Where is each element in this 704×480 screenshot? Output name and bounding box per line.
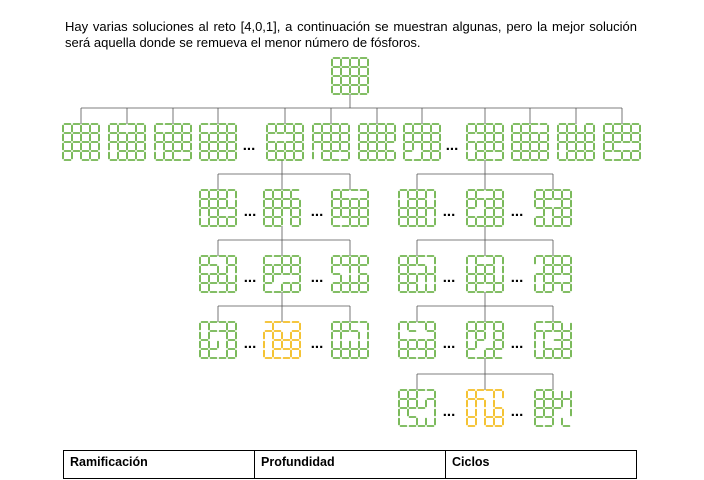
puzzle-node (263, 189, 301, 227)
header-ciclos: Ciclos (445, 450, 637, 479)
ellipsis-label: ... (244, 269, 257, 286)
puzzle-node (557, 123, 595, 161)
ellipsis-label: ... (511, 403, 524, 420)
puzzle-node (534, 189, 572, 227)
puzzle-node (266, 123, 304, 161)
header-ramificacion: Ramificación (63, 450, 255, 479)
tree-connectors (80, 94, 623, 390)
puzzle-node (466, 189, 504, 227)
puzzle-node (199, 189, 237, 227)
ellipsis-label: ... (511, 203, 524, 220)
summary-table: Ramificación Profundidad Ciclos (63, 450, 637, 479)
puzzle-node (398, 255, 436, 293)
ellipsis-label: ... (511, 335, 524, 352)
solution-node (263, 321, 301, 359)
puzzle-node (603, 123, 641, 161)
search-tree-diagram: ........................................… (62, 57, 641, 427)
puzzle-node (331, 255, 369, 293)
puzzle-node (534, 389, 572, 427)
ellipsis-label: ... (443, 403, 456, 420)
ellipsis-label: ... (311, 203, 324, 220)
header-profundidad: Profundidad (254, 450, 446, 479)
puzzle-node (263, 255, 301, 293)
puzzle-node (199, 123, 237, 161)
puzzle-node (534, 255, 572, 293)
ellipsis-label: ... (443, 203, 456, 220)
puzzle-node (398, 389, 436, 427)
puzzle-node (199, 321, 237, 359)
ellipsis-label: ... (244, 335, 257, 352)
puzzle-node (534, 321, 572, 359)
puzzle-node (466, 255, 504, 293)
ellipsis-label: ... (243, 137, 256, 154)
puzzle-node (331, 321, 369, 359)
ellipsis-label: ... (244, 203, 257, 220)
ellipsis-label: ... (311, 269, 324, 286)
table-row: Ramificación Profundidad Ciclos (63, 450, 637, 479)
puzzle-node (331, 189, 369, 227)
puzzle-node-root (331, 57, 369, 95)
puzzle-node (466, 123, 504, 161)
puzzle-node (403, 123, 441, 161)
ellipsis-label: ... (443, 335, 456, 352)
intro-paragraph: Hay varias soluciones al reto [4,0,1], a… (65, 19, 637, 50)
puzzle-node (199, 255, 237, 293)
puzzle-node (62, 123, 100, 161)
ellipsis-label: ... (446, 137, 459, 154)
ellipsis-label: ... (511, 269, 524, 286)
puzzle-node (398, 189, 436, 227)
ellipsis-label: ... (311, 335, 324, 352)
puzzle-node (358, 123, 396, 161)
puzzle-node (398, 321, 436, 359)
ellipsis-label: ... (443, 269, 456, 286)
tree-ellipses: ........................................… (243, 137, 524, 420)
tree-nodes (62, 57, 641, 427)
puzzle-node (312, 123, 350, 161)
puzzle-node (511, 123, 549, 161)
puzzle-node (466, 321, 504, 359)
puzzle-node (154, 123, 192, 161)
puzzle-node (108, 123, 146, 161)
solution-node (466, 389, 504, 427)
